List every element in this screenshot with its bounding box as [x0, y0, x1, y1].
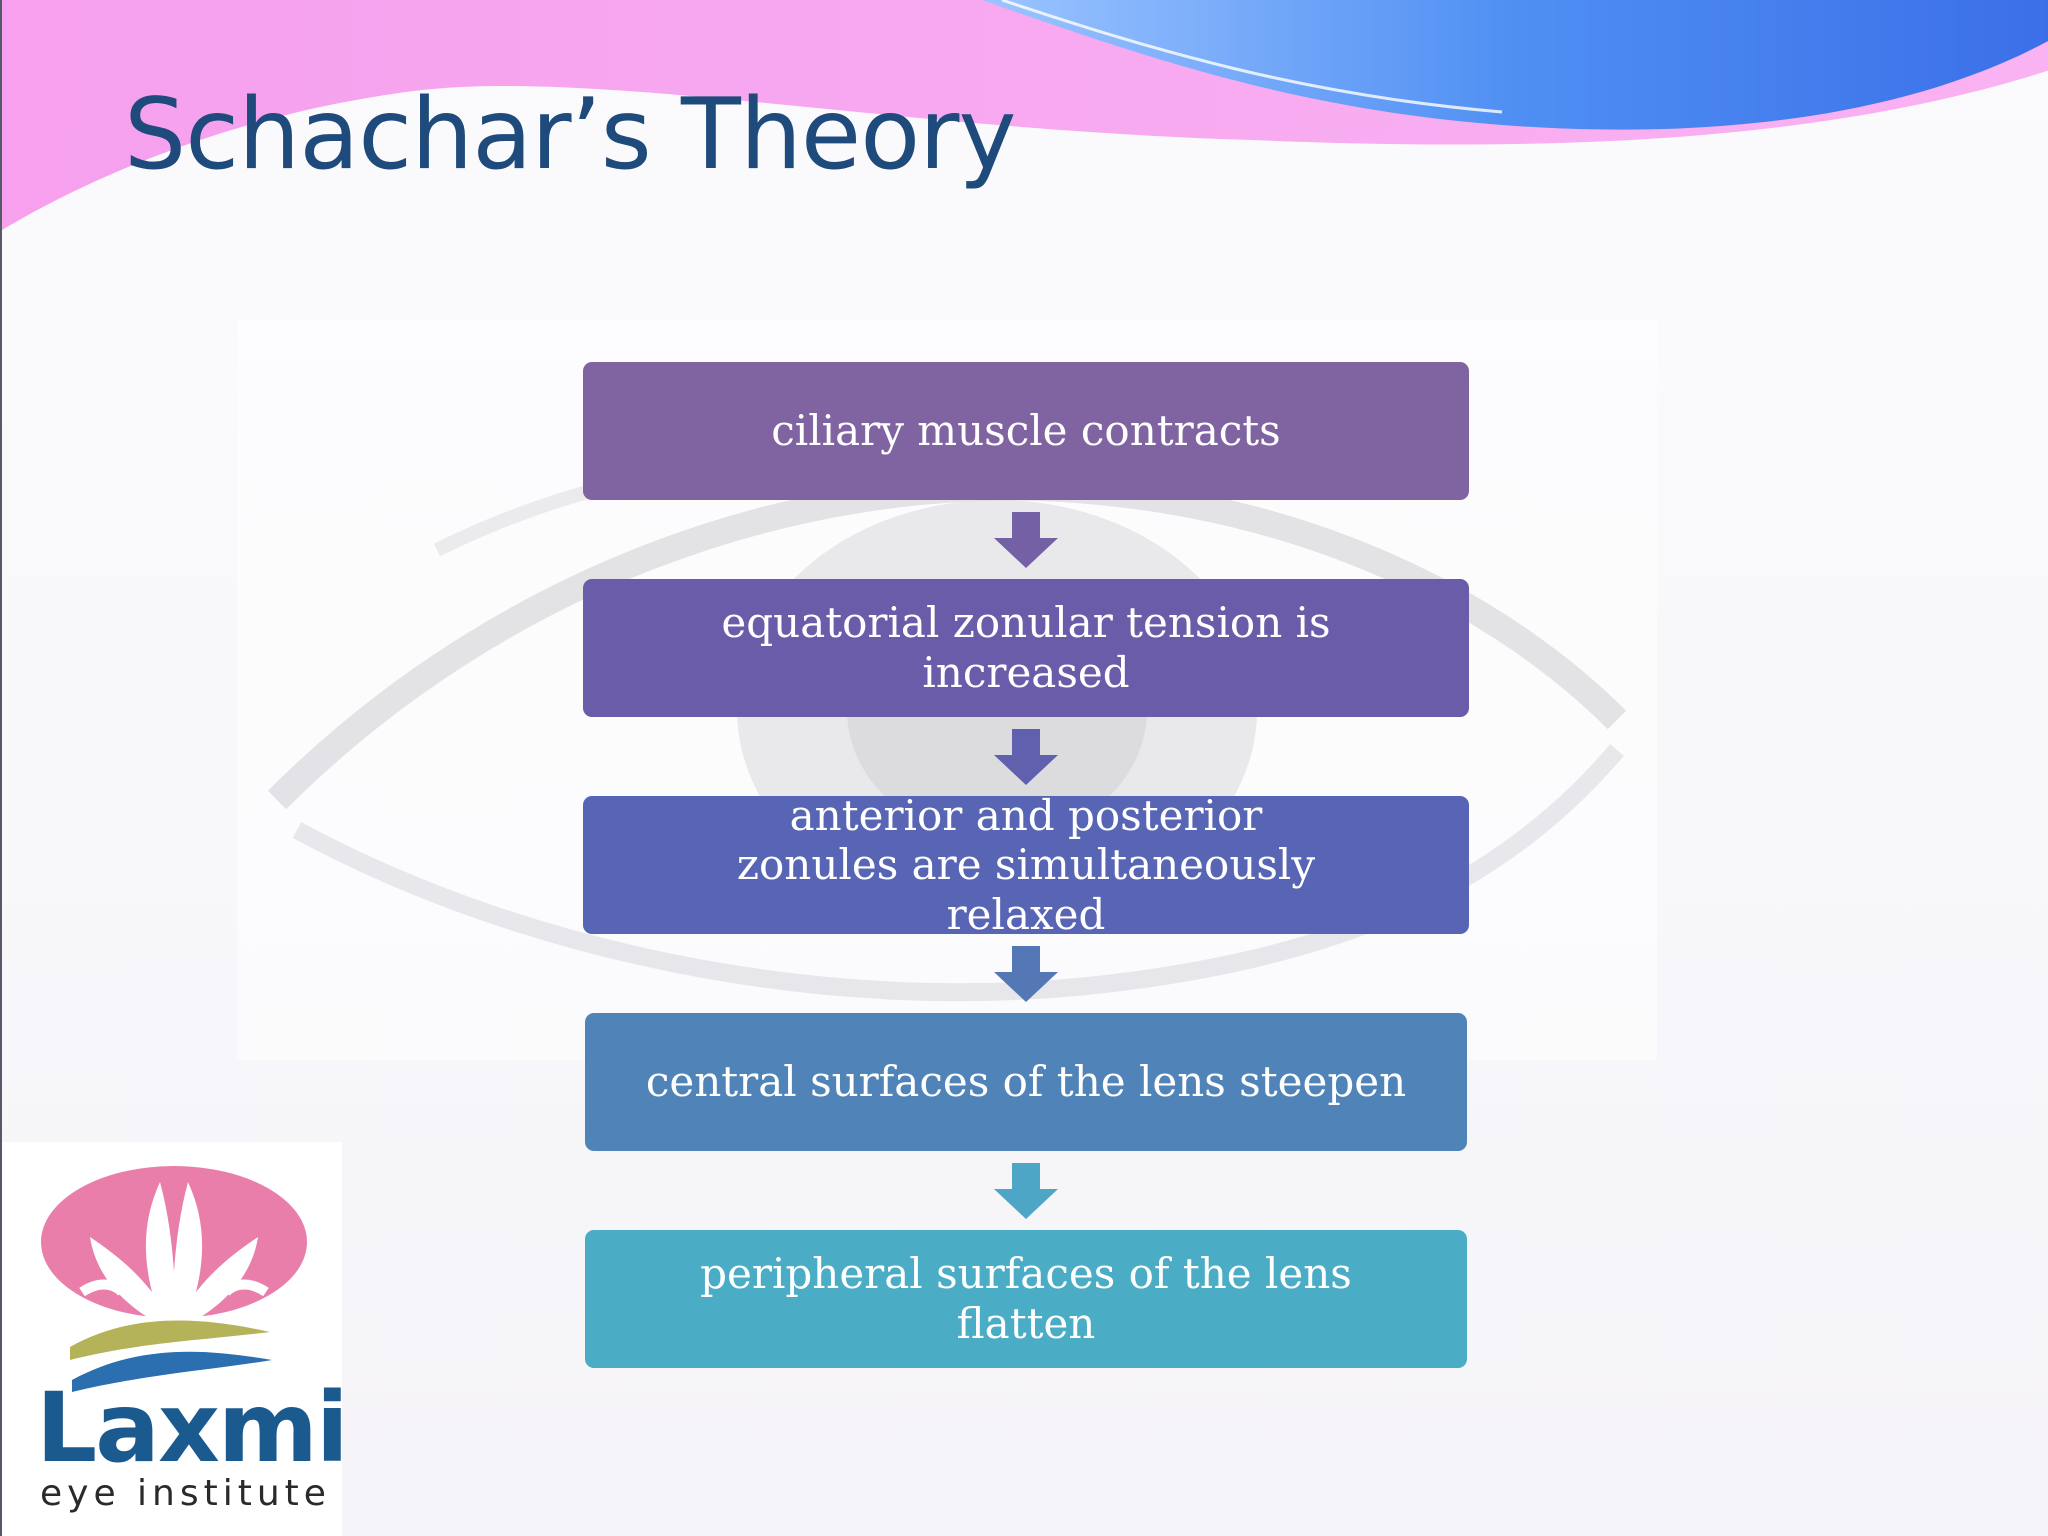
- flow-step-ciliary-muscle: ciliary muscle contracts: [583, 362, 1469, 500]
- flow-step-zonules-relaxed: anterior and posterior zonules are simul…: [583, 791, 1469, 939]
- down-arrow-icon: [994, 729, 1058, 785]
- flow-step-central-steepen: central surfaces of the lens steepen: [585, 1013, 1467, 1151]
- lotus-icon: [41, 1166, 307, 1392]
- flow-step-zonular-tension: equatorial zonular tension is increased: [583, 579, 1469, 717]
- logo-subtitle: eye institute: [40, 1473, 331, 1514]
- header-wave-decoration: [2, 0, 2048, 230]
- logo: [2, 1142, 342, 1536]
- slide-title: Schachar’s Theory: [124, 78, 1016, 192]
- down-arrow-icon: [994, 1163, 1058, 1219]
- down-arrow-icon: [994, 946, 1058, 1002]
- flow-step-peripheral-flatten: peripheral surfaces of the lens flatten: [585, 1230, 1467, 1368]
- logo-name: Laxmi: [36, 1372, 349, 1484]
- down-arrow-icon: [994, 512, 1058, 568]
